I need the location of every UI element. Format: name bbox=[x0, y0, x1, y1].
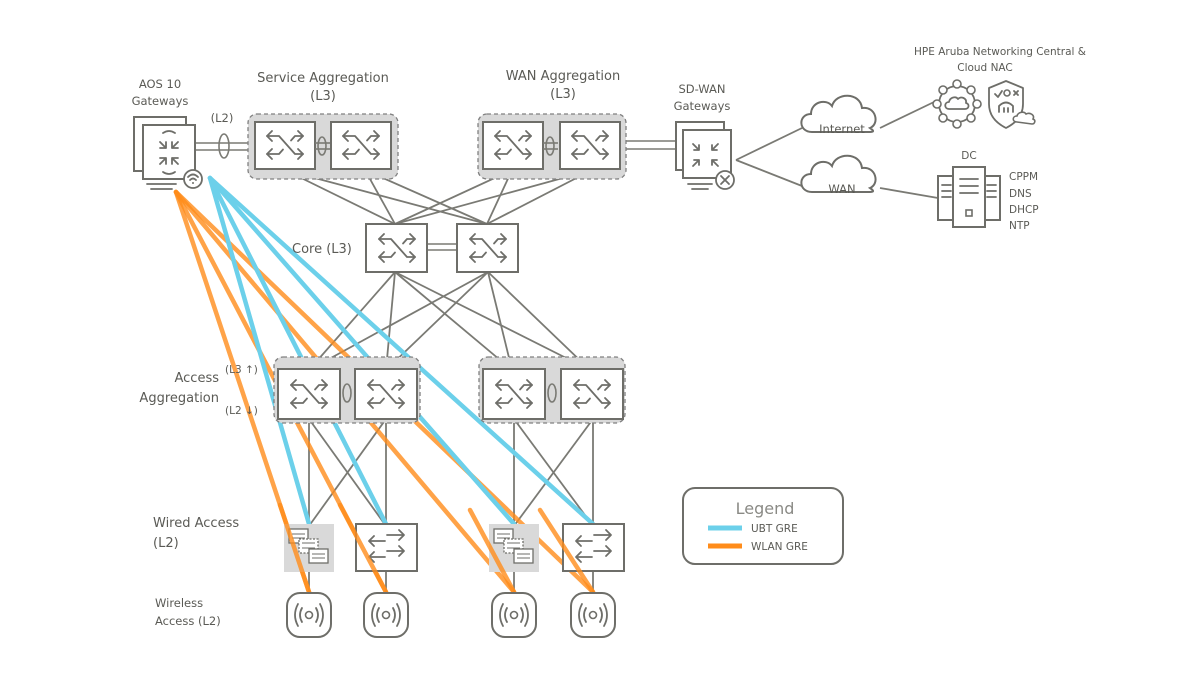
shield-nac-icon bbox=[988, 80, 1036, 129]
wan-label: WAN bbox=[828, 182, 855, 196]
access-aggregation-label-1: Access bbox=[174, 371, 219, 386]
l2-link-label: (L2) bbox=[211, 111, 234, 125]
server-icon bbox=[937, 166, 1001, 228]
legend-title: Legend bbox=[736, 499, 795, 518]
access-aggregation-label-2: Aggregation bbox=[139, 391, 219, 406]
access-aggregation-left[interactable] bbox=[273, 356, 421, 424]
access-point-icon bbox=[499, 603, 529, 627]
access-point-2[interactable] bbox=[363, 592, 409, 638]
service-aggregation-label: Service Aggregation bbox=[257, 71, 389, 86]
switch-stack-2[interactable] bbox=[489, 524, 539, 572]
access-agg-switch-3[interactable] bbox=[482, 368, 546, 420]
access-agg-switch-4[interactable] bbox=[560, 368, 624, 420]
core-switch-2[interactable] bbox=[456, 223, 519, 273]
switch-stack-1[interactable] bbox=[284, 524, 334, 572]
access-aggregation-right[interactable] bbox=[478, 356, 626, 424]
aos10-gateways-label-2: Gateways bbox=[132, 94, 189, 108]
wired-access-label-2: (L2) bbox=[153, 536, 179, 551]
internet-cloud[interactable]: Internet bbox=[800, 94, 877, 136]
access-agg-switch-2[interactable] bbox=[354, 368, 418, 420]
dc-label: DC bbox=[961, 150, 976, 162]
access-switch-2[interactable] bbox=[562, 523, 625, 572]
legend-label-ubt-gre: UBT GRE bbox=[751, 523, 798, 535]
access-point-1[interactable] bbox=[286, 592, 332, 638]
ubt-gre-tunnels bbox=[207, 175, 596, 527]
wan-aggregation-label: WAN Aggregation bbox=[506, 69, 620, 84]
service-agg-switch-1[interactable] bbox=[254, 121, 316, 170]
wired-access-label-1: Wired Access bbox=[153, 516, 239, 531]
core-switch-1[interactable] bbox=[365, 223, 428, 273]
service-agg-switch-2[interactable] bbox=[330, 121, 392, 170]
dc-service-cppm: CPPM bbox=[1009, 171, 1038, 183]
legend-label-wlan-gre: WLAN GRE bbox=[751, 541, 808, 553]
dc-service-dns: DNS bbox=[1009, 188, 1032, 200]
service-aggregation-layer: (L3) bbox=[310, 89, 336, 104]
internet-label: Internet bbox=[819, 122, 865, 136]
central-label-1: HPE Aruba Networking Central & bbox=[914, 46, 1086, 58]
aos10-gateway[interactable]: AOS 10 Gateways bbox=[132, 77, 203, 190]
core-layer[interactable]: Core (L3) bbox=[292, 223, 519, 273]
central-label-2: Cloud NAC bbox=[957, 62, 1013, 74]
access-point-4[interactable] bbox=[570, 592, 616, 638]
legend: Legend UBT GRE WLAN GRE bbox=[682, 487, 844, 565]
wireless-access-label-2: Access (L2) bbox=[155, 614, 221, 628]
central-cloud-icon bbox=[932, 79, 982, 129]
wireless-access-label-1: Wireless bbox=[155, 596, 203, 610]
access-point-icon bbox=[578, 603, 608, 627]
sdwan-gateway-icon bbox=[675, 121, 735, 190]
access-agg-switch-1[interactable] bbox=[277, 368, 341, 420]
wan-aggregation-layer: (L3) bbox=[550, 87, 576, 102]
central-cloud-nac[interactable]: HPE Aruba Networking Central & Cloud NAC bbox=[914, 46, 1086, 129]
access-switch-1[interactable] bbox=[355, 523, 418, 572]
access-point-3[interactable] bbox=[491, 592, 537, 638]
data-center[interactable]: DC CPPM DNS DHCP NTP bbox=[937, 150, 1039, 232]
l3-up-label: (L3 ↑) bbox=[225, 364, 258, 376]
wan-agg-switch-2[interactable] bbox=[559, 121, 621, 170]
tunnel-overlays bbox=[277, 502, 596, 595]
wan-agg-switch-1[interactable] bbox=[482, 121, 544, 170]
switch-stack-icon bbox=[493, 528, 534, 564]
service-aggregation[interactable]: Service Aggregation (L3) bbox=[247, 71, 399, 180]
core-label: Core (L3) bbox=[292, 242, 352, 257]
aos10-gateways-label-1: AOS 10 bbox=[139, 77, 181, 91]
dc-service-dhcp: DHCP bbox=[1009, 204, 1039, 216]
access-point-icon bbox=[371, 603, 401, 627]
gateway-wireless-icon bbox=[133, 116, 203, 190]
l2-down-label: (L2 ↓) bbox=[225, 405, 258, 417]
wan-cloud[interactable]: WAN bbox=[800, 154, 877, 196]
sdwan-gateways-label-2: Gateways bbox=[674, 99, 731, 113]
dc-service-ntp: NTP bbox=[1009, 220, 1030, 232]
sdwan-gateway[interactable]: SD-WAN Gateways bbox=[674, 82, 735, 190]
sdwan-gateways-label-1: SD-WAN bbox=[678, 82, 725, 96]
wan-aggregation[interactable]: WAN Aggregation (L3) bbox=[477, 69, 627, 180]
access-point-icon bbox=[294, 603, 324, 627]
